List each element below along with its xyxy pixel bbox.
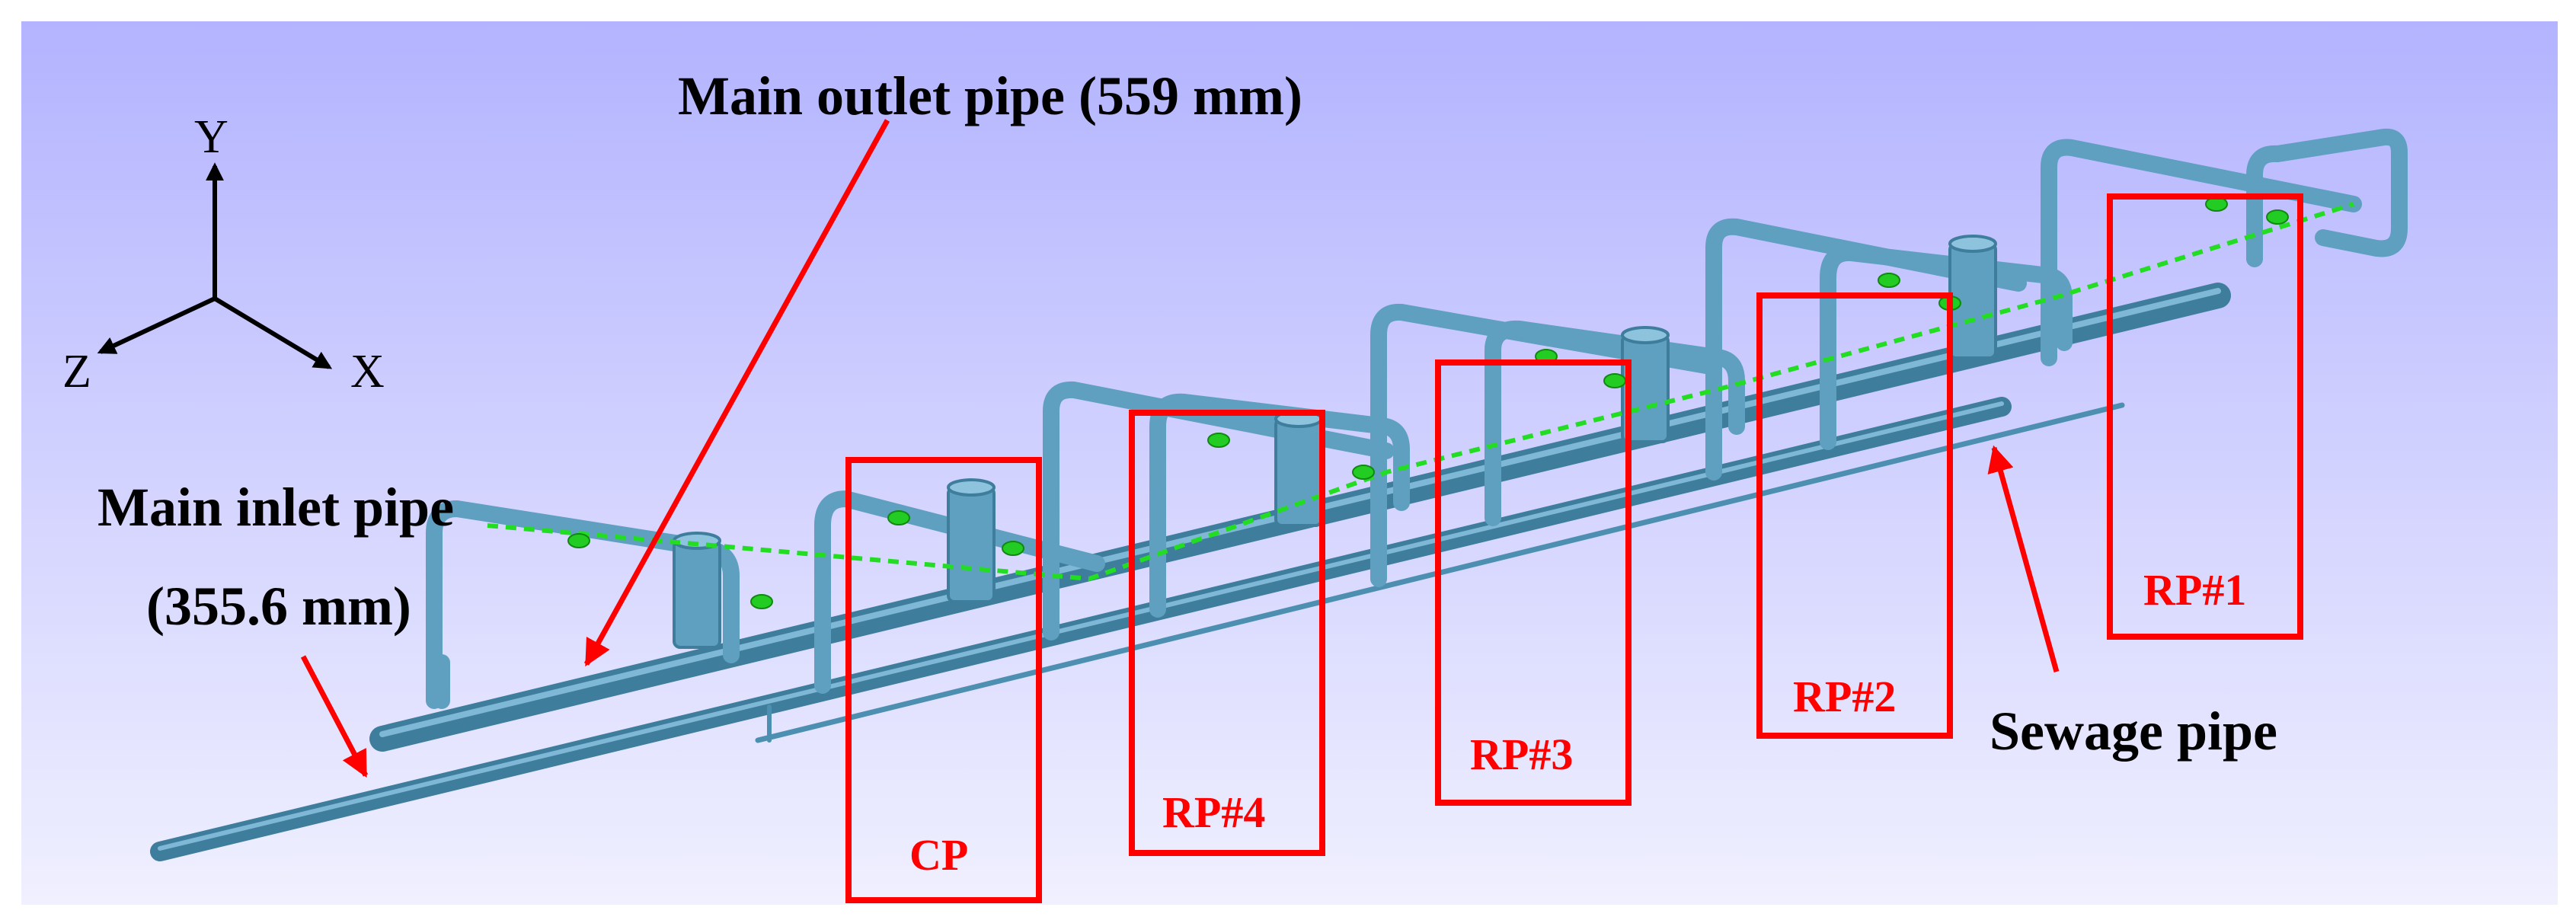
- sewage-pipe-label: Sewage pipe: [1990, 701, 2277, 762]
- highlight-boxes: [845, 193, 2303, 903]
- rp1-box: [2107, 193, 2303, 640]
- rp4-box: [1129, 410, 1325, 856]
- rp4-label: RP#4: [1162, 787, 1265, 837]
- main-outlet-label: Main outlet pipe (559 mm): [678, 65, 1302, 126]
- main-inlet-label-line1: Main inlet pipe: [97, 477, 454, 538]
- sewage-arrow: [1987, 445, 2060, 672]
- rp3-box: [1435, 359, 1632, 806]
- z-axis-arrow: [97, 296, 216, 354]
- cp-box: [845, 457, 1042, 903]
- y-axis-label: Y: [194, 111, 229, 163]
- rp1-label: RP#1: [2143, 565, 2246, 615]
- main-inlet-pipe: [150, 397, 2012, 861]
- x-axis-arrow: [213, 296, 333, 369]
- rp3-label: RP#3: [1470, 730, 1573, 779]
- cp-label: CP: [909, 830, 968, 880]
- flow-path: [487, 202, 2354, 582]
- z-axis-label: Z: [62, 346, 91, 398]
- x-axis-label: X: [350, 346, 385, 398]
- main-inlet-label-line2: (355.6 mm): [146, 576, 411, 637]
- coordinate-axes: [97, 162, 333, 369]
- rp2-label: RP#2: [1793, 672, 1896, 721]
- rp2-box: [1756, 292, 1953, 739]
- annotation-arrows: [300, 119, 2060, 778]
- outlet-arrow: [583, 119, 890, 667]
- inlet-arrow: [300, 655, 369, 778]
